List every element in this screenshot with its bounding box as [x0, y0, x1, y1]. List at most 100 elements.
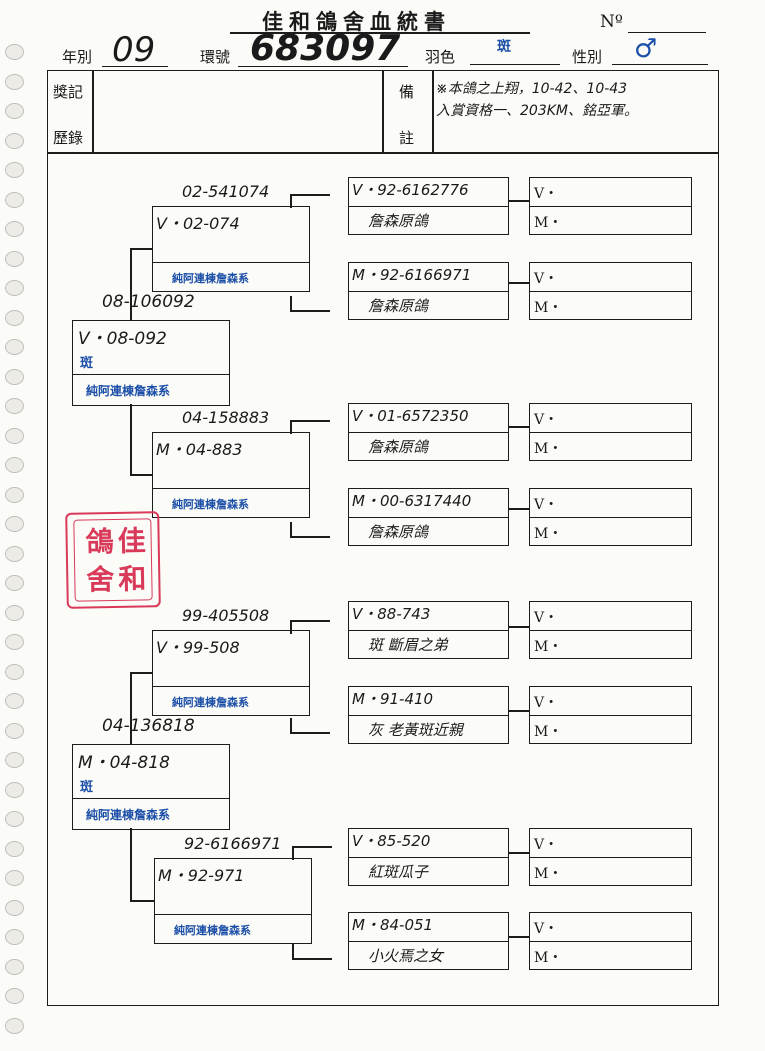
gggp-sire-prefix: V・ [534, 271, 559, 287]
gggp-divider [529, 517, 692, 518]
binder-hole [5, 132, 24, 149]
serial-number-label: Nº [600, 12, 623, 32]
gggp-divider [529, 291, 692, 292]
sire_sire-ring: V・02-074 [156, 214, 240, 233]
great-grandparent-ring: M・84-051 [352, 916, 434, 934]
binder-hole [5, 752, 24, 768]
connector-line [509, 626, 529, 628]
gggp-dam-prefix: M・ [534, 215, 563, 231]
dam-card [72, 744, 230, 830]
binder-hole [5, 398, 24, 414]
connector-line [290, 620, 292, 634]
great-grandparent-divider [348, 206, 509, 207]
binder-hole [5, 339, 24, 355]
connector-line [509, 426, 529, 428]
gggp-dam-prefix: M・ [534, 639, 563, 655]
great-grandparent-name: 詹森原鴿 [368, 212, 429, 230]
connector-line [290, 296, 292, 310]
sire-ring: V・08-092 [78, 329, 167, 349]
connector-line [509, 936, 529, 938]
binder-hole [5, 663, 24, 680]
seal-text-bottom: 舍和 [86, 562, 151, 597]
connector-line [509, 282, 529, 284]
great-grandparent-divider [348, 715, 509, 716]
binder-hole [5, 486, 24, 503]
great-grandparent-name: 灰 老黃斑近親 [368, 721, 463, 739]
sire_sire-divider [152, 262, 310, 263]
connector-line [509, 508, 529, 510]
gggp-divider [529, 206, 692, 207]
binder-hole [5, 250, 24, 267]
binder-hole [5, 575, 24, 591]
great-grandparent-name: 詹森原鴿 [368, 523, 429, 541]
binder-hole [5, 427, 24, 444]
gggp-dam-prefix: M・ [534, 724, 563, 740]
connector-line [509, 852, 529, 854]
binder-hole [5, 811, 24, 827]
binder-hole [5, 162, 24, 178]
dam_dam-ring-top: 92-6166971 [184, 834, 282, 853]
award-label-1: 獎記 [53, 83, 84, 101]
sire_dam-ring: M・04-883 [156, 440, 243, 459]
sire-color: 斑 [80, 356, 94, 371]
connector-line [292, 958, 332, 960]
connector-line [509, 710, 529, 712]
remarks-label-2: 註 [399, 129, 415, 147]
binder-hole [5, 545, 24, 562]
sire_dam-divider [152, 488, 310, 489]
connector-line [130, 248, 152, 250]
binder-hole [5, 309, 24, 326]
feather-color-value: 斑 [497, 39, 511, 55]
sire-strain: 純阿連棟詹森系 [86, 384, 171, 398]
binder-hole [5, 988, 24, 1004]
binder-hole [5, 929, 24, 945]
seal-text-top: 鴿佳 [85, 524, 150, 559]
award-label-2: 歷錄 [53, 129, 84, 147]
connector-line [130, 672, 152, 674]
dam_sire-divider [152, 686, 310, 687]
connector-line [130, 404, 132, 474]
dam_dam-ring: M・92-971 [158, 866, 245, 885]
gggp-divider [529, 630, 692, 631]
remarks-line-2: 入賞資格一、203KM、銘亞軍。 [436, 103, 638, 119]
binder-hole [5, 44, 24, 60]
dam_dam-divider [154, 914, 312, 915]
gggp-dam-prefix: M・ [534, 300, 563, 316]
binder-hole [5, 722, 24, 739]
connector-line [290, 420, 330, 422]
binder-hole [5, 899, 24, 916]
connector-line [290, 522, 292, 536]
dam-color: 斑 [80, 780, 94, 795]
gggp-sire-prefix: V・ [534, 610, 559, 626]
loft-seal-stamp: 鴿佳 舍和 [65, 511, 161, 609]
binder-hole [5, 693, 24, 709]
dam_sire-ring: V・99-508 [156, 638, 240, 657]
binder-hole [5, 634, 24, 650]
connector-line [292, 944, 294, 958]
connector-line [290, 420, 292, 434]
great-grandparent-ring: V・01-6572350 [352, 407, 469, 425]
binder-hole [5, 103, 24, 119]
binder-hole [5, 870, 24, 886]
serial-number-line [628, 32, 706, 33]
sire_sire-ring-top: 02-541074 [182, 182, 270, 201]
dam_sire-card [152, 630, 310, 716]
binder-hole [5, 457, 24, 473]
great-grandparent-name: 詹森原鴿 [368, 438, 429, 456]
great-grandparent-divider [348, 517, 509, 518]
connector-line [290, 620, 330, 622]
gggp-sire-prefix: V・ [534, 186, 559, 202]
title-underline [230, 32, 530, 34]
great-grandparent-divider [348, 432, 509, 433]
great-grandparent-name: 詹森原鴿 [368, 297, 429, 315]
ring-number-label: 環號 [200, 48, 231, 66]
gggp-divider [529, 857, 692, 858]
binder-hole [5, 781, 24, 798]
great-grandparent-ring: M・92-6166971 [352, 266, 472, 284]
great-grandparent-divider [348, 291, 509, 292]
sex-label: 性別 [572, 48, 603, 66]
binder-hole [5, 958, 24, 975]
connector-line [290, 732, 330, 734]
dam-strain: 純阿連棟詹森系 [86, 808, 171, 822]
binder-hole [5, 221, 24, 237]
